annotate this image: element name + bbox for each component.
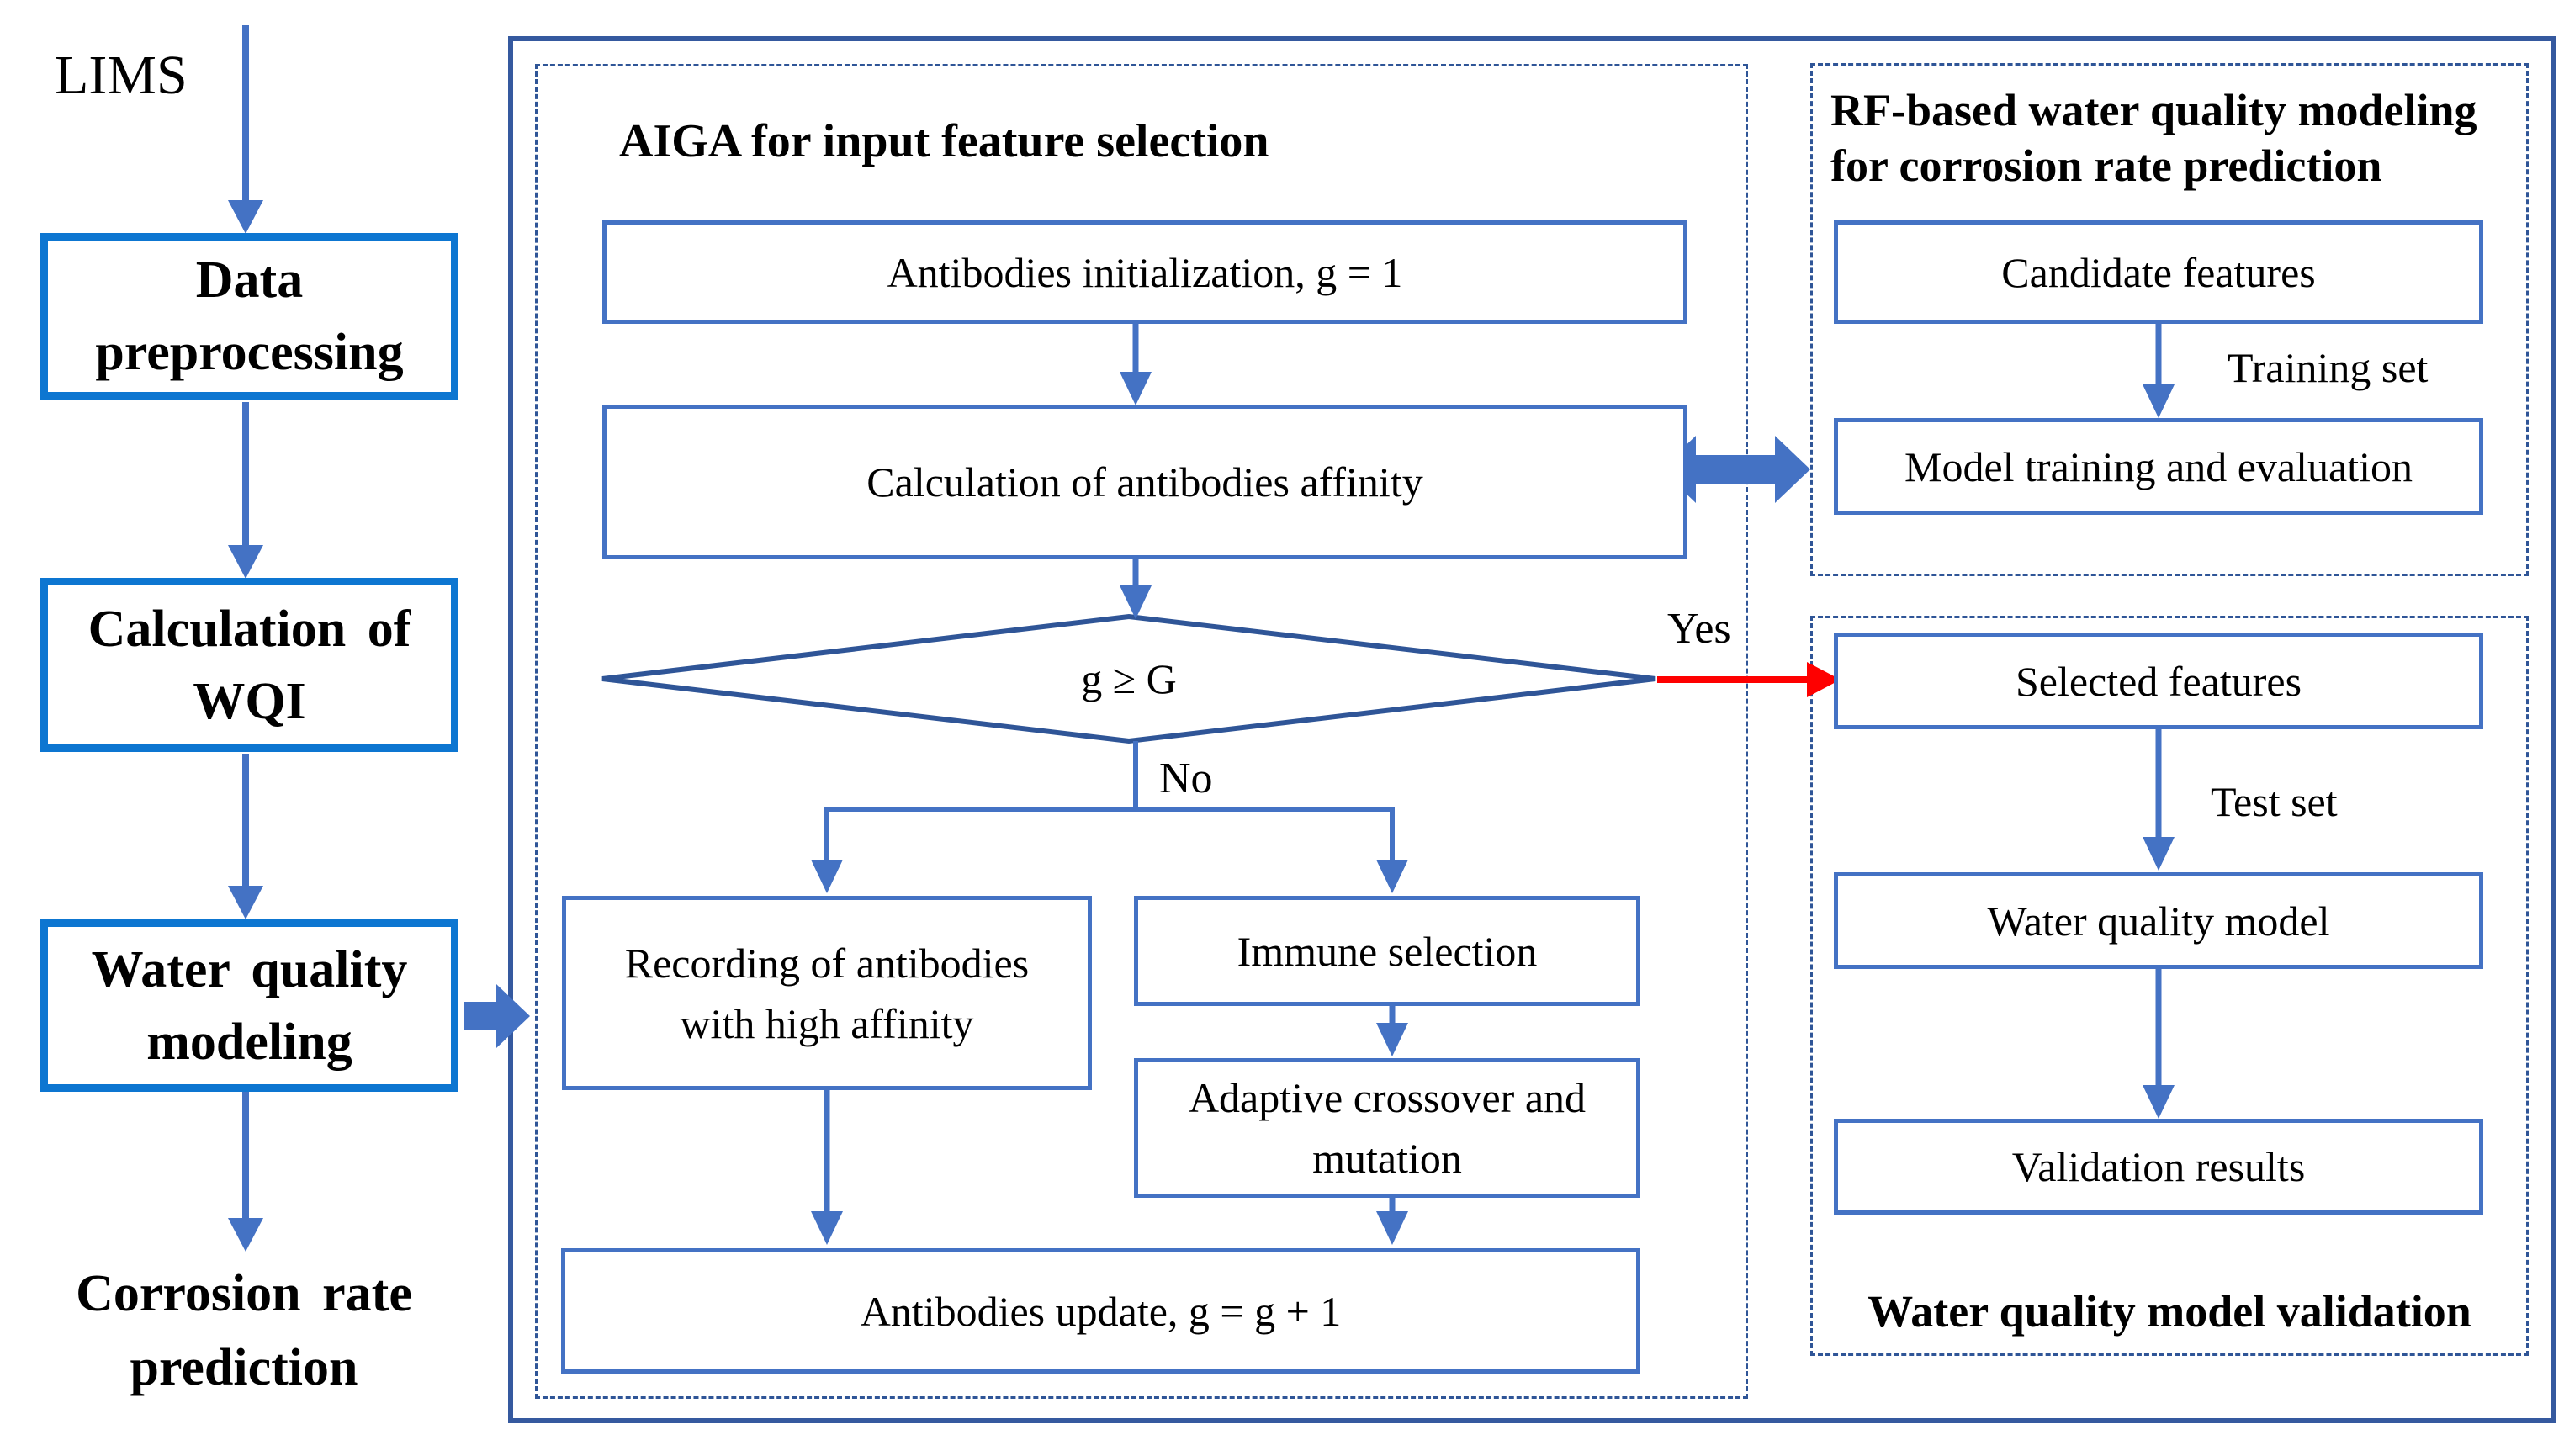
rf-title: RF-based water quality modeling for corr… xyxy=(1830,82,2529,193)
arrow-recording-to-update xyxy=(811,1090,843,1245)
validation-results-box: Validation results xyxy=(1834,1119,2483,1215)
candidate-features-box: Candidate features xyxy=(1834,220,2483,324)
antibodies-affinity-box: Calculation of antibodies affinity xyxy=(602,405,1687,559)
arrow-init-to-affinity xyxy=(1120,324,1152,405)
recording-line1: Recording of antibodies xyxy=(624,939,1030,987)
water-quality-modeling-line2: modeling xyxy=(146,1013,352,1071)
rf-title-line2: for corrosion rate prediction xyxy=(1830,140,2382,191)
antibodies-initialization-label: Antibodies initialization, g = 1 xyxy=(887,248,1403,296)
data-preprocessing-line1: Data xyxy=(195,251,304,309)
immune-selection-box: Immune selection xyxy=(1134,896,1640,1006)
water-quality-model-box: Water quality model xyxy=(1834,872,2483,969)
corrosion-line1: Corrosion rate xyxy=(76,1265,412,1322)
candidate-features-label: Candidate features xyxy=(2001,248,2316,296)
corrosion-line2: prediction xyxy=(130,1339,358,1396)
calculation-wqi-box: Calculation of WQI xyxy=(40,578,458,752)
recording-line2: with high affinity xyxy=(680,999,974,1047)
calculation-wqi-line1: Calculation of xyxy=(87,600,411,658)
lims-label: LIMS xyxy=(55,45,188,106)
corrosion-rate-prediction-label: Corrosion rate prediction xyxy=(17,1257,471,1405)
adaptive-crossover-box: Adaptive crossover and mutation xyxy=(1134,1058,1640,1198)
arrow-model-to-results xyxy=(2143,969,2175,1119)
arrow-lims-to-preprocessing xyxy=(228,25,263,234)
adaptive-line1: Adaptive crossover and xyxy=(1188,1074,1587,1121)
water-quality-modeling-box: Water quality modeling xyxy=(40,919,458,1092)
arrow-preprocessing-to-wqi xyxy=(228,402,263,579)
model-training-label: Model training and evaluation xyxy=(1904,442,2413,490)
arrow-candidate-to-training xyxy=(2143,324,2175,418)
validation-title: Water quality model validation xyxy=(1867,1286,2471,1337)
selected-features-label: Selected features xyxy=(2015,657,2302,705)
thick-double-arrow xyxy=(1661,436,1810,503)
arrow-immune-to-adaptive xyxy=(1376,1006,1408,1056)
rf-title-line1: RF-based water quality modeling xyxy=(1830,85,2477,135)
outer-solid-frame xyxy=(508,36,2556,1423)
antibodies-affinity-label: Calculation of antibodies affinity xyxy=(866,458,1423,506)
no-branch-connector xyxy=(811,741,1408,893)
validation-dashed-frame xyxy=(1810,616,2529,1356)
calculation-wqi-line2: WQI xyxy=(193,672,306,730)
decision-diamond xyxy=(601,613,1656,744)
recording-antibodies-box: Recording of antibodies with high affini… xyxy=(562,896,1092,1090)
water-quality-modeling-line1: Water quality xyxy=(91,940,408,998)
arrow-wqi-to-modeling xyxy=(228,754,263,919)
model-training-box: Model training and evaluation xyxy=(1834,418,2483,515)
antibodies-update-label: Antibodies update, g = g + 1 xyxy=(860,1287,1342,1335)
selected-features-box: Selected features xyxy=(1834,633,2483,729)
training-set-label: Training set xyxy=(2228,344,2429,391)
arrow-modeling-to-corrosion xyxy=(228,1092,263,1252)
aiga-title: AIGA for input feature selection xyxy=(619,115,1269,167)
arrow-selected-to-model xyxy=(2143,729,2175,871)
water-quality-model-label: Water quality model xyxy=(1987,897,2330,945)
test-set-label: Test set xyxy=(2211,778,2338,825)
thick-arrow-into-aiga xyxy=(464,984,530,1048)
no-label: No xyxy=(1159,754,1213,802)
antibodies-update-box: Antibodies update, g = g + 1 xyxy=(561,1248,1640,1374)
aiga-dashed-frame xyxy=(535,64,1748,1399)
rf-dashed-frame xyxy=(1810,63,2529,576)
data-preprocessing-box: Data preprocessing xyxy=(40,233,458,400)
adaptive-line2: mutation xyxy=(1312,1135,1462,1182)
yes-label: Yes xyxy=(1667,605,1731,653)
arrow-adaptive-to-update xyxy=(1376,1198,1408,1245)
arrow-affinity-to-decision xyxy=(1120,559,1152,619)
validation-results-label: Validation results xyxy=(2011,1143,2306,1190)
yes-red-arrow xyxy=(1657,662,1841,697)
data-preprocessing-line2: preprocessing xyxy=(95,324,404,381)
antibodies-initialization-box: Antibodies initialization, g = 1 xyxy=(602,220,1687,324)
decision-text: g ≥ G xyxy=(1081,655,1177,702)
decision-label: g ≥ G xyxy=(602,617,1655,741)
immune-selection-label: Immune selection xyxy=(1237,927,1538,975)
